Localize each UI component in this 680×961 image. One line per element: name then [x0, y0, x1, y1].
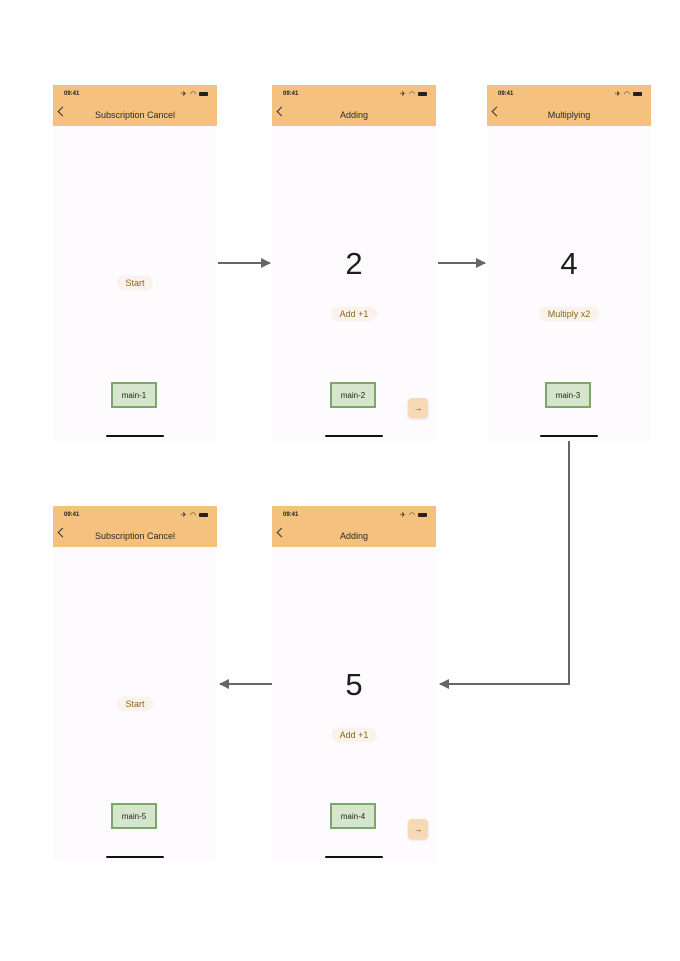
status-icons: ✈ ◠	[400, 511, 427, 519]
home-indicator[interactable]	[325, 435, 383, 437]
counter-value: 5	[345, 667, 363, 702]
screen-tag: main-1	[111, 382, 157, 408]
wifi-icon: ◠	[189, 511, 196, 519]
nav-title: Multiplying	[547, 110, 591, 120]
forward-arrow-icon[interactable]: →	[408, 819, 428, 839]
airplane-icon: ✈	[181, 90, 187, 98]
navigation-bar: 09:41 ✈ ◠ Adding	[272, 85, 436, 126]
screen-tag: main-4	[330, 803, 376, 829]
home-indicator[interactable]	[540, 435, 598, 437]
start-button[interactable]: Start	[117, 276, 153, 290]
battery-icon	[199, 92, 208, 96]
airplane-icon: ✈	[400, 90, 406, 98]
screen-tag: main-2	[330, 382, 376, 408]
start-button[interactable]: Start	[117, 697, 153, 711]
counter-value: 2	[345, 246, 363, 281]
wifi-icon: ◠	[408, 90, 415, 98]
battery-icon	[633, 92, 642, 96]
add-button[interactable]: Add +1	[331, 307, 377, 321]
screen-tag: main-3	[545, 382, 591, 408]
battery-icon	[418, 92, 427, 96]
nav-title: Subscription Cancel	[94, 531, 176, 541]
wifi-icon: ◠	[408, 511, 415, 519]
counter-value: 4	[560, 246, 578, 281]
status-time: 09:41	[283, 512, 299, 518]
nav-title: Subscription Cancel	[94, 110, 176, 120]
navigation-bar: 09:41 ✈ ◠ Subscription Cancel	[53, 85, 217, 126]
airplane-icon: ✈	[181, 511, 187, 519]
airplane-icon: ✈	[400, 511, 406, 519]
status-time: 09:41	[283, 91, 299, 97]
status-time: 09:41	[64, 512, 80, 518]
add-button[interactable]: Add +1	[331, 728, 377, 742]
wifi-icon: ◠	[623, 90, 630, 98]
home-indicator[interactable]	[106, 856, 164, 858]
status-time: 09:41	[498, 91, 514, 97]
status-icons: ✈ ◠	[181, 511, 208, 519]
wifi-icon: ◠	[189, 90, 196, 98]
status-icons: ✈ ◠	[400, 90, 427, 98]
home-indicator[interactable]	[325, 856, 383, 858]
multiply-button[interactable]: Multiply x2	[539, 307, 599, 321]
screen-4: 09:41 ✈ ◠ Adding 5 Add +1 main-4 →	[272, 506, 436, 862]
navigation-bar: 09:41 ✈ ◠ Subscription Cancel	[53, 506, 217, 547]
screen-5: 09:41 ✈ ◠ Subscription Cancel Start main…	[53, 506, 217, 862]
screen-1: 09:41 ✈ ◠ Subscription Cancel Start main…	[53, 85, 217, 441]
status-icons: ✈ ◠	[181, 90, 208, 98]
status-time: 09:41	[64, 91, 80, 97]
screen-2: 09:41 ✈ ◠ Adding 2 Add +1 main-2 →	[272, 85, 436, 441]
screen-tag: main-5	[111, 803, 157, 829]
status-icons: ✈ ◠	[615, 90, 642, 98]
airplane-icon: ✈	[615, 90, 621, 98]
navigation-bar: 09:41 ✈ ◠ Multiplying	[487, 85, 651, 126]
nav-title: Adding	[339, 531, 369, 541]
screen-3: 09:41 ✈ ◠ Multiplying 4 Multiply x2 main…	[487, 85, 651, 441]
battery-icon	[418, 513, 427, 517]
home-indicator[interactable]	[106, 435, 164, 437]
arrow-3-to-4	[439, 441, 570, 689]
battery-icon	[199, 513, 208, 517]
nav-title: Adding	[339, 110, 369, 120]
forward-arrow-icon[interactable]: →	[408, 398, 428, 418]
navigation-bar: 09:41 ✈ ◠ Adding	[272, 506, 436, 547]
